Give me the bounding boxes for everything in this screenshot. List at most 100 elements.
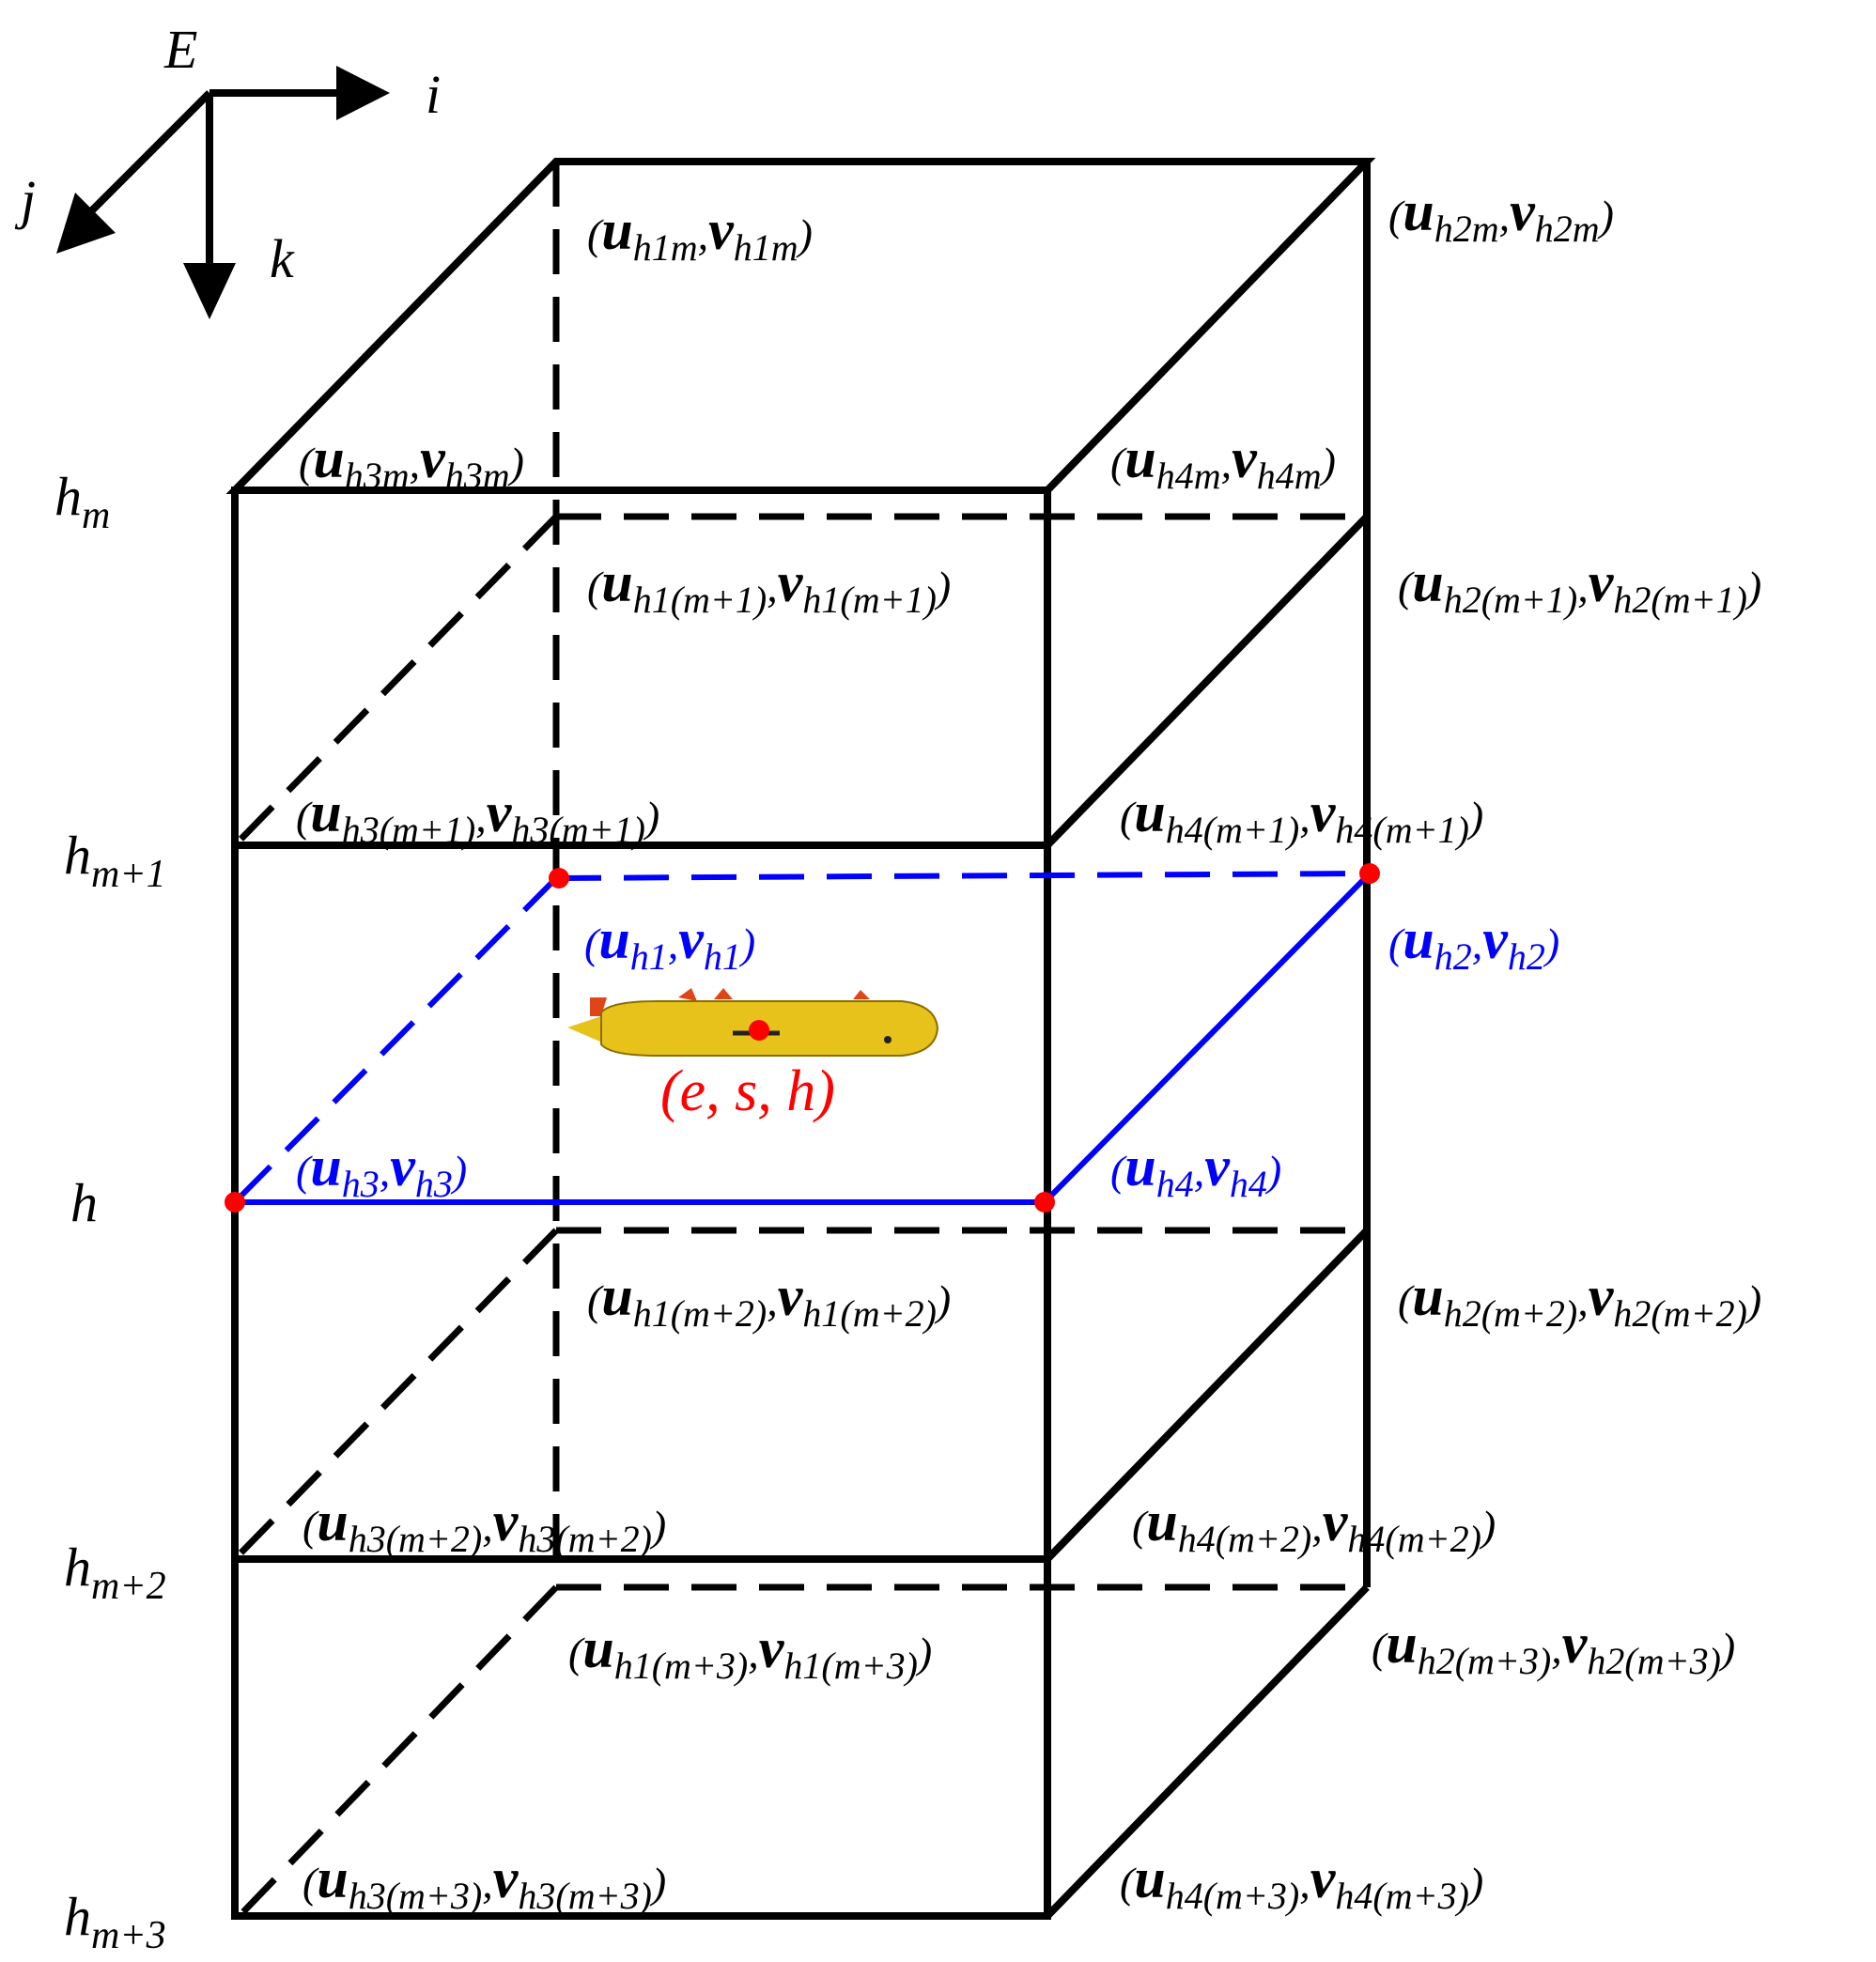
interpolation-plane: [232, 871, 1372, 1205]
v-subscript: h4m: [1257, 455, 1322, 497]
paren-open: (: [1132, 1502, 1149, 1550]
label-h2m: (uh2m,vh2m): [1388, 180, 1614, 250]
v-subscript: h1(m+3): [783, 1645, 918, 1687]
label-h3m: (uh3m,vh3m): [299, 427, 524, 497]
v-symbol: v: [1323, 1491, 1349, 1553]
level-hm3: hm+3: [64, 1886, 166, 1957]
u-symbol: u: [313, 427, 344, 489]
u-subscript: h2(m+3): [1418, 1640, 1552, 1682]
u-symbol: u: [310, 781, 341, 843]
u-subscript: h4(m+1): [1166, 809, 1300, 851]
u-subscript: h1(m+1): [633, 579, 767, 621]
u-subscript: h3(m+1): [342, 809, 476, 851]
paren-open: (: [1110, 439, 1127, 487]
u-symbol: u: [601, 1265, 632, 1327]
v-symbol: v: [1204, 1135, 1231, 1197]
u-symbol: u: [1124, 1135, 1155, 1197]
axis-j-label: j: [14, 169, 36, 230]
label-h3m2: (uh3(m+2),vh3(m+2)): [302, 1491, 666, 1560]
paren-close: ): [934, 563, 951, 610]
label-h1: (uh1,vh1): [584, 908, 755, 978]
axis-arrows: [56, 66, 390, 319]
axis-i-arrowhead: [336, 66, 390, 120]
auv-vehicle: [567, 988, 939, 1057]
comma: ,: [1499, 192, 1511, 239]
level-hm2: hm+2: [64, 1537, 166, 1608]
comma: ,: [767, 1276, 778, 1324]
u-subscript: h2m: [1434, 208, 1499, 250]
paren-open: (: [296, 793, 313, 841]
label-h1m: (uh1m,vh1m): [587, 199, 813, 269]
auv-sensor: [884, 1036, 891, 1043]
right-bottom-diagonal: [1045, 1584, 1370, 1919]
comma: ,: [1299, 1859, 1310, 1907]
comma: ,: [410, 439, 421, 487]
u-symbol: u: [1134, 1847, 1165, 1909]
paren-close: ): [1479, 1502, 1496, 1550]
v-subscript: h2m: [1535, 208, 1600, 250]
label-h3m3: (uh3(m+3),vh3(m+3)): [302, 1847, 666, 1917]
label-h4m1: (uh4(m+1),vh4(m+1)): [1120, 781, 1483, 851]
comma: ,: [668, 919, 679, 967]
axis-i-label: i: [426, 64, 441, 125]
vehicle-position-label: (e, s, h): [660, 1059, 835, 1123]
comma: ,: [1221, 439, 1233, 487]
v-symbol: v: [1482, 908, 1509, 970]
u-subscript: h2(m+1): [1444, 579, 1578, 621]
auv-fin-top-3: [853, 990, 870, 999]
v-subscript: h3m: [445, 455, 510, 497]
paren-open: (: [1120, 1859, 1137, 1907]
u-subscript: h1: [630, 935, 668, 978]
paren-close: ): [450, 1147, 467, 1195]
u-subscript: h3m: [345, 455, 410, 497]
plane-corner-points: [225, 863, 1380, 1213]
u-subscript: h4: [1156, 1163, 1194, 1205]
paren-close: ): [1264, 1147, 1281, 1195]
v-subscript: h2(m+3): [1587, 1640, 1721, 1682]
paren-open: (: [1388, 919, 1405, 967]
u-symbol: u: [1386, 1613, 1417, 1675]
paren-open: (: [296, 1147, 313, 1195]
v-subscript: h4: [1230, 1163, 1267, 1205]
comma: ,: [698, 210, 709, 258]
label-h2m3: (uh2(m+3),vh2(m+3)): [1372, 1613, 1735, 1682]
back-left-diagonal-m3: [232, 1584, 559, 1923]
comma: ,: [380, 1147, 391, 1195]
paren-close: ): [738, 919, 755, 967]
point-h3: [225, 1192, 245, 1213]
u-symbol: u: [317, 1847, 348, 1909]
paren-open: (: [1388, 192, 1405, 239]
label-h1m2: (uh1(m+2),vh1(m+2)): [587, 1265, 951, 1335]
label-h4: (uh4,vh4): [1110, 1135, 1281, 1205]
u-subscript: h2(m+2): [1444, 1292, 1578, 1335]
u-symbol: u: [1403, 908, 1434, 970]
auv-hull: [600, 1000, 939, 1057]
u-symbol: u: [317, 1491, 348, 1553]
auv-fin-top-2: [714, 988, 733, 999]
u-subscript: h1m: [633, 226, 698, 269]
v-subscript: h1(m+2): [802, 1292, 937, 1335]
paren-close: ): [1744, 563, 1761, 610]
v-symbol: v: [390, 1135, 416, 1197]
u-subscript: h1(m+3): [614, 1645, 749, 1687]
comma: ,: [1299, 793, 1310, 841]
paren-open: (: [1398, 563, 1415, 610]
paren-open: (: [299, 439, 316, 487]
label-h4m: (uh4m,vh4m): [1110, 427, 1336, 497]
back-left-diagonal-m1: [232, 514, 559, 848]
u-subscript: h4(m+3): [1166, 1875, 1300, 1917]
comma: ,: [482, 1859, 493, 1907]
paren-close: ): [507, 439, 524, 487]
paren-open: (: [584, 919, 601, 967]
plane-left-edge: [232, 875, 559, 1205]
paren-close: ): [1744, 1276, 1761, 1324]
u-symbol: u: [1124, 427, 1155, 489]
level-hm: hm: [54, 466, 110, 537]
label-h3m1: (uh3(m+1),vh3(m+1)): [296, 781, 659, 851]
plane-back-edge: [555, 871, 1371, 881]
v-subscript: h3: [415, 1163, 453, 1205]
label-h2m1: (uh2(m+1),vh2(m+1)): [1398, 551, 1761, 621]
label-h1m1: (uh1(m+1),vh1(m+1)): [587, 551, 951, 621]
v-symbol: v: [493, 1491, 519, 1553]
